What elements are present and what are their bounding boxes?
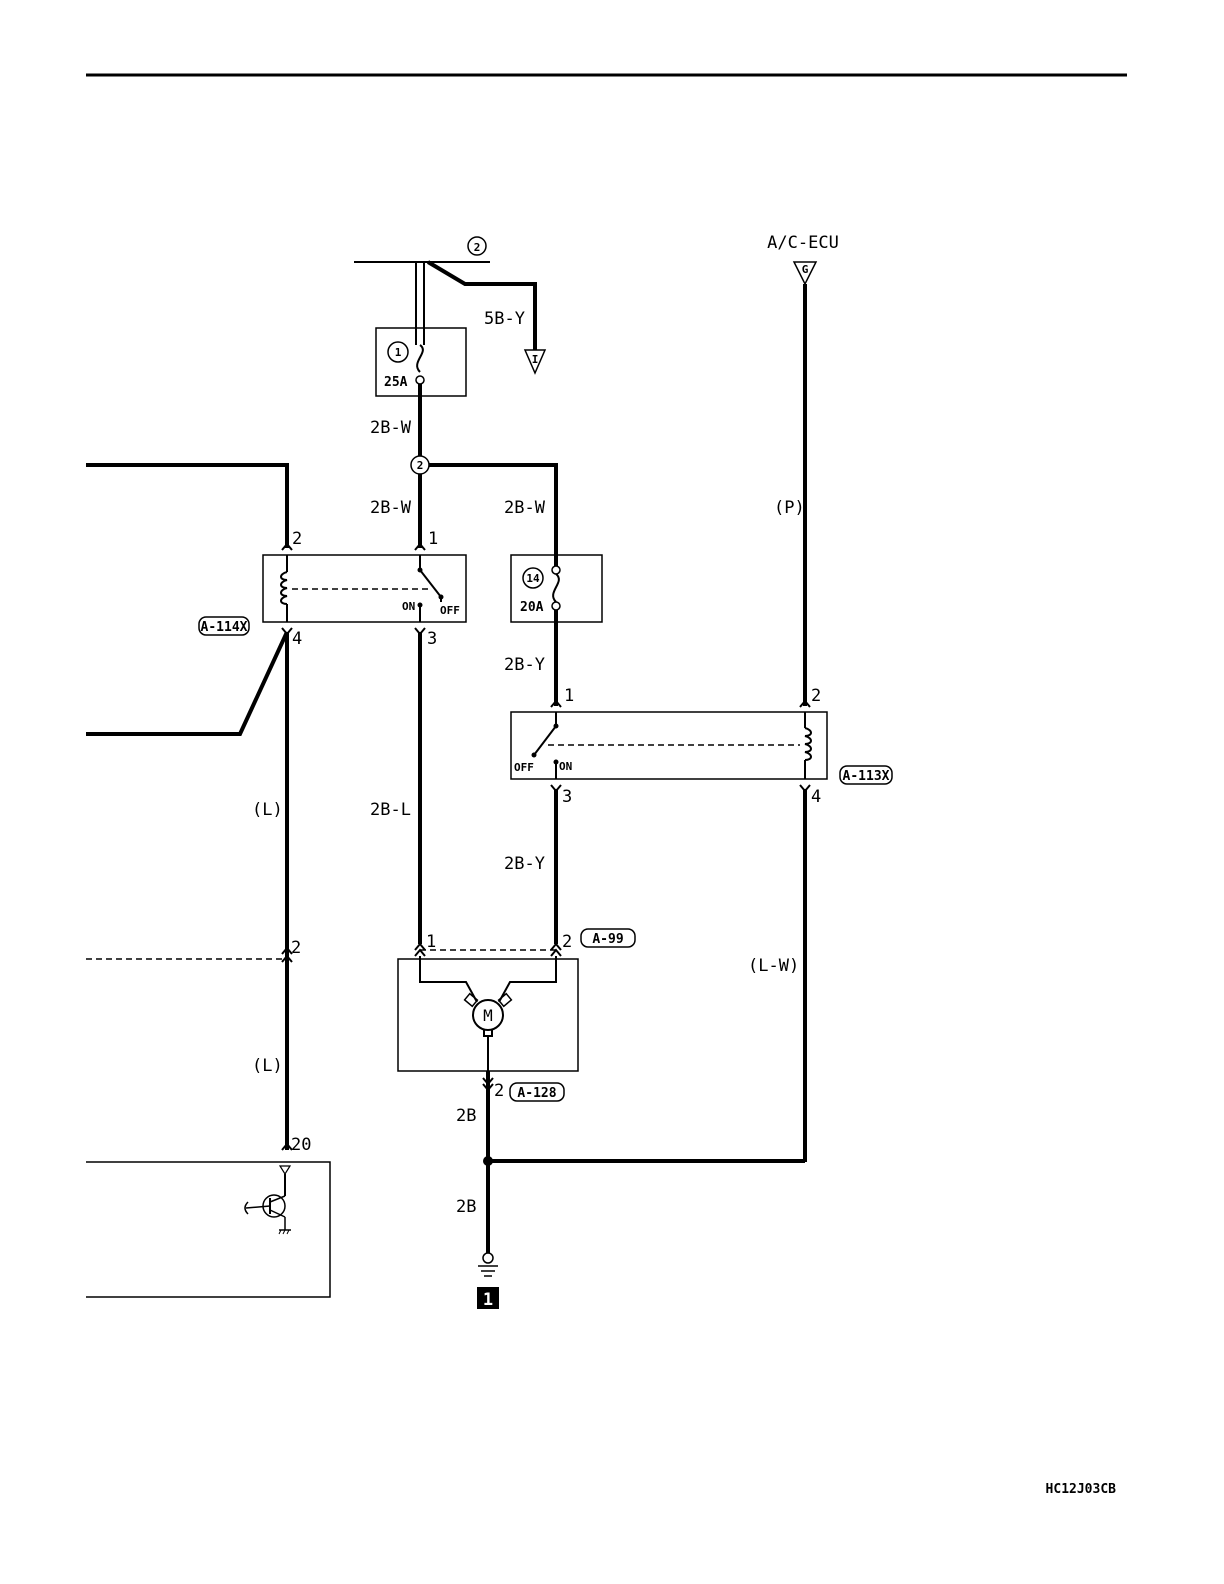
ecu-terminal-g: G [794, 262, 816, 284]
wire-left-top [86, 465, 287, 548]
fuse-14-element [553, 574, 559, 602]
a113x-tag: A-113X [840, 766, 892, 784]
label-2b-w-b: 2B-W [370, 498, 412, 518]
svg-text:1: 1 [483, 1290, 493, 1310]
left-ecu-box [86, 1162, 330, 1297]
a113-switch-arm [534, 726, 556, 755]
label-2b-b: 2B [456, 1197, 476, 1217]
a113-pin-4: 4 [811, 787, 821, 807]
left-ecu-arrow [280, 1166, 290, 1174]
a99-tag: A-99 [581, 929, 635, 947]
a114-pin-4: 4 [292, 629, 302, 649]
a113-pin-3: 3 [562, 787, 572, 807]
ground-point-1: 1 [477, 1287, 499, 1310]
label-2b-a: 2B [456, 1106, 476, 1126]
fuse-1-rating: 25A [384, 375, 408, 390]
a113-off: OFF [514, 761, 534, 774]
label-p: (P) [774, 498, 805, 518]
a114-off: OFF [440, 604, 460, 617]
a113-on: ON [559, 760, 572, 773]
transistor-symbol [245, 1195, 291, 1234]
terminal-i: I [525, 350, 545, 373]
label-2b-y-a: 2B-Y [504, 655, 545, 675]
svg-text:I: I [532, 353, 539, 366]
label-2b-l: 2B-L [370, 800, 411, 820]
label-l-b: (L) [252, 1056, 283, 1076]
wire-left-lower [86, 632, 287, 734]
a113-pin-2: 2 [811, 686, 821, 706]
a99-pin-1: 1 [426, 932, 436, 952]
fuse-1-element [417, 345, 423, 372]
label-2b-w-c: 2B-W [504, 498, 546, 518]
left-mid-pin: 2 [291, 938, 301, 958]
a114-on: ON [402, 600, 415, 613]
label-2b-w-a: 2B-W [370, 418, 412, 438]
a113-pin-1: 1 [564, 686, 574, 706]
wire-5b-y [428, 262, 535, 350]
fuse-14-num: 14 [523, 568, 543, 588]
a114-pin-1: 1 [428, 529, 438, 549]
svg-text:A-113X: A-113X [843, 769, 890, 784]
label-l-w: (L-W) [748, 956, 799, 976]
svg-text:2: 2 [474, 241, 481, 254]
label-2b-y-b: 2B-Y [504, 854, 545, 874]
svg-text:G: G [802, 263, 809, 276]
svg-text:A-99: A-99 [592, 932, 623, 947]
label-5b-y: 5B-Y [484, 309, 525, 329]
label-l-a: (L) [252, 800, 283, 820]
left-bottom-pin: 20 [291, 1135, 311, 1155]
a113-coil [805, 728, 811, 760]
figure-code: HC12J03CB [1046, 1482, 1117, 1497]
svg-text:1: 1 [395, 346, 402, 359]
a114-pin-2: 2 [292, 529, 302, 549]
a128-tag: A-128 [510, 1083, 564, 1101]
a99-pin-2: 2 [562, 932, 572, 952]
svg-text:M: M [483, 1006, 493, 1025]
fuse-14-rating: 20A [520, 600, 544, 615]
svg-text:A-114X: A-114X [201, 620, 248, 635]
a99-chev-1b [415, 950, 425, 956]
a114-coil [281, 572, 287, 604]
a114-switch-arm [420, 570, 441, 597]
a128-pin: 2 [494, 1081, 504, 1101]
motor-symbol: M [473, 1000, 503, 1030]
circle-2-marker: 2 [468, 237, 486, 255]
a114x-tag: A-114X [199, 617, 249, 635]
ground-splice [483, 1156, 493, 1166]
ground-symbol [478, 1253, 498, 1276]
fuse-1-num: 1 [388, 342, 408, 362]
a114-pin-3: 3 [427, 629, 437, 649]
svg-text:2: 2 [417, 459, 424, 472]
junction-2: 2 [411, 456, 429, 474]
svg-text:A-128: A-128 [517, 1086, 556, 1101]
svg-text:14: 14 [526, 572, 540, 585]
ecu-label: A/C-ECU [767, 233, 839, 253]
a99-chev-2b [551, 950, 561, 956]
